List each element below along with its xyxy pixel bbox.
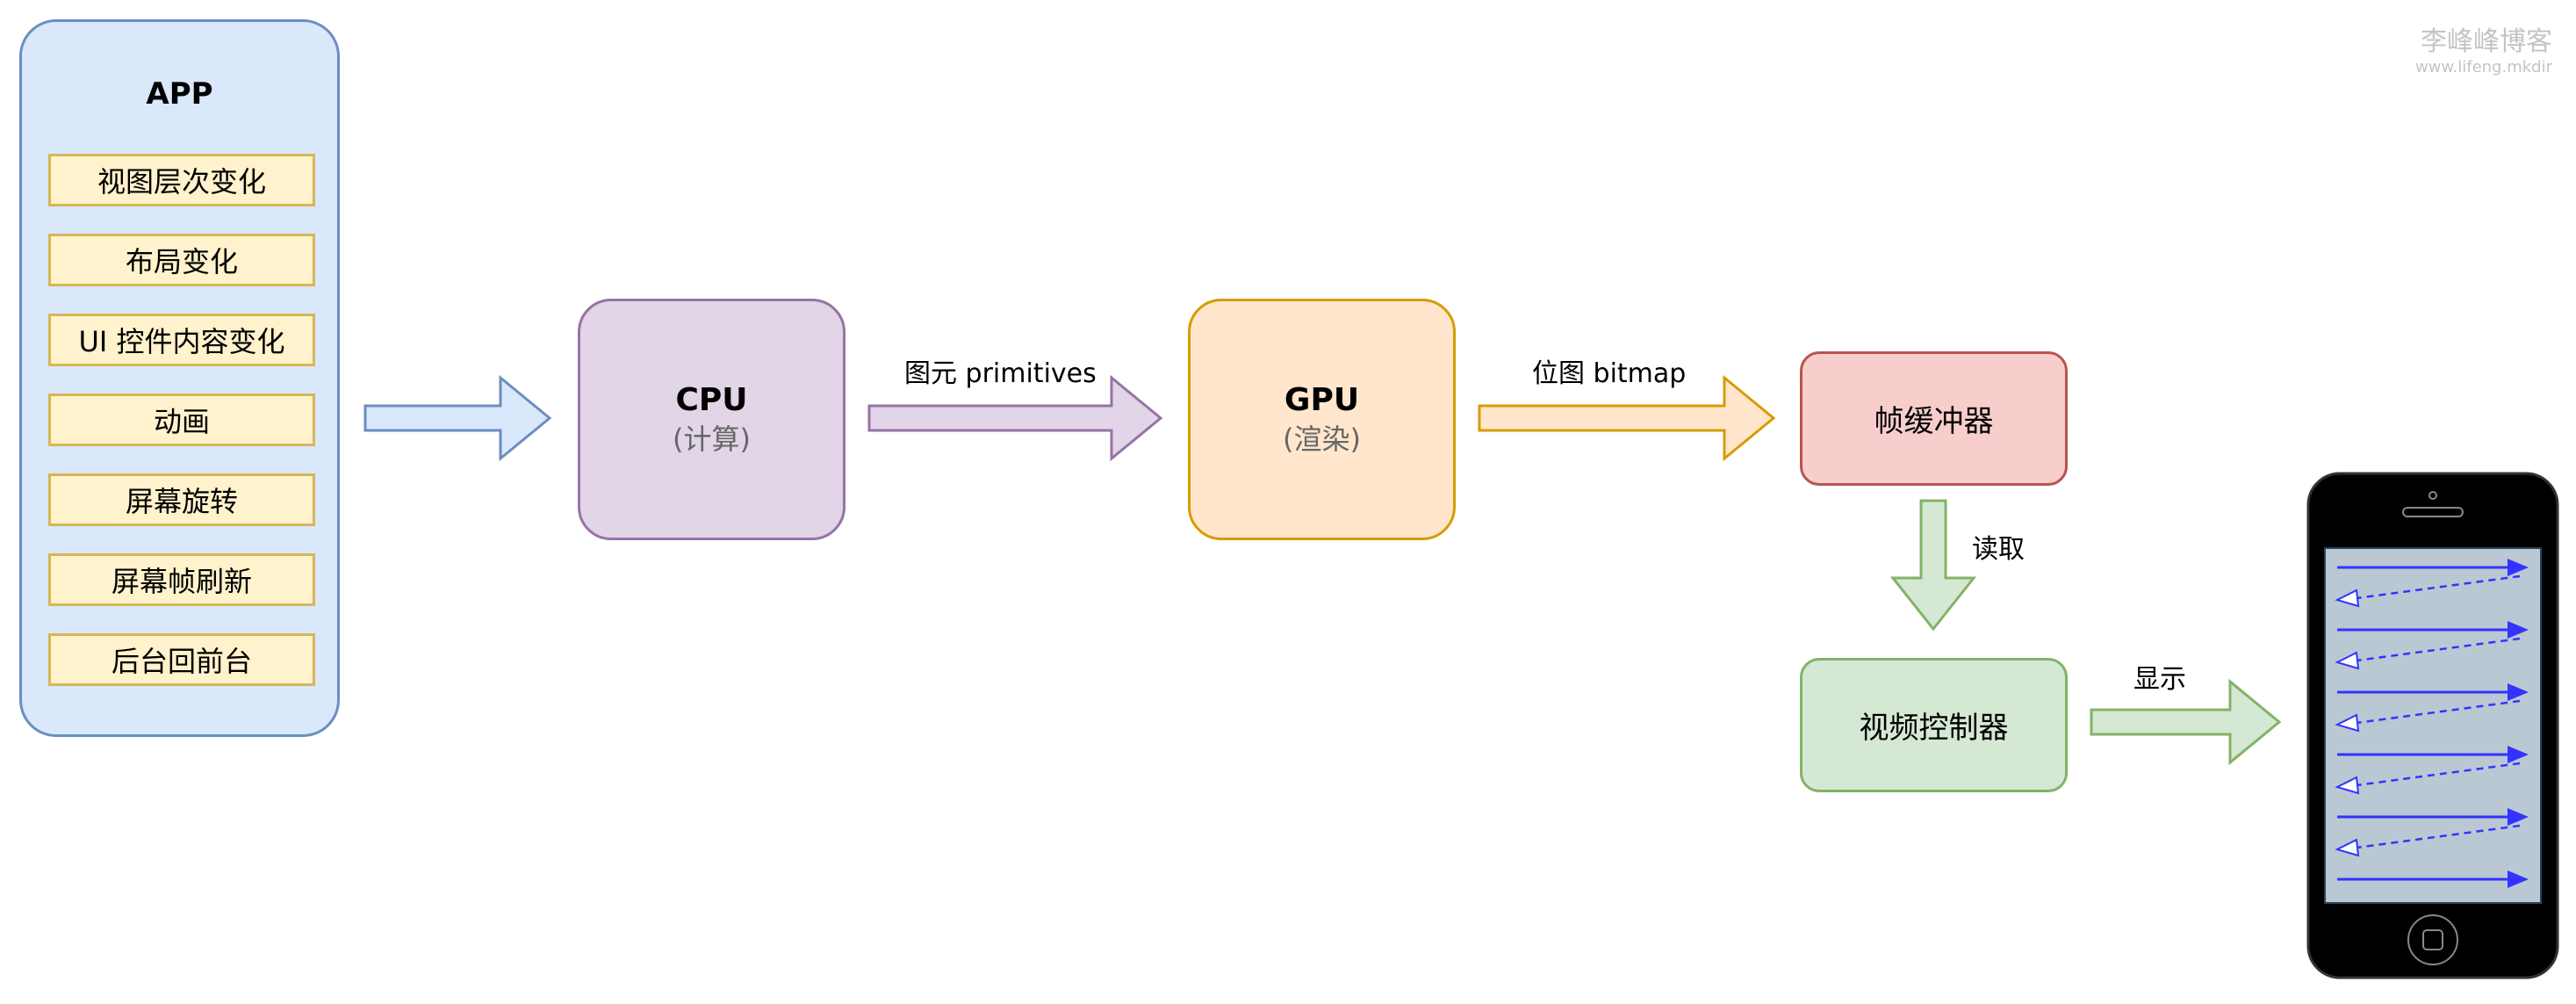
arrow-video-controller-to-screen: [2090, 678, 2282, 766]
watermark-name: 李峰峰博客: [2421, 26, 2552, 57]
retrace-arrowhead: [2335, 776, 2360, 795]
video-controller-node: 视频控制器: [1800, 658, 2068, 792]
retrace-arrowhead: [2335, 651, 2360, 670]
phone-screen-device: [2306, 471, 2560, 980]
phone-display: [2324, 547, 2542, 904]
app-item-ui-content: UI 控件内容变化: [48, 314, 315, 366]
edge-label-primitives: 图元 primitives: [904, 358, 1097, 389]
app-item-layout: 布局变化: [48, 234, 315, 286]
arrow-framebuffer-to-video-controller: [1889, 499, 1977, 632]
retrace-arrowhead: [2335, 589, 2360, 608]
scan-line-arrowhead: [2508, 621, 2529, 639]
gpu-title: GPU: [1284, 381, 1360, 418]
app-item-rotation: 屏幕旋转: [48, 473, 315, 526]
app-item-frame-refresh: 屏幕帧刷新: [48, 553, 315, 606]
arrow-app-to-cpu: [363, 374, 552, 462]
edge-label-display: 显示: [2133, 664, 2186, 695]
app-title: APP: [146, 76, 213, 112]
scan-lines: [2335, 559, 2529, 888]
retrace-arrowhead: [2335, 713, 2360, 733]
phone-home-square-icon: [2422, 929, 2443, 950]
scan-line-arrowhead: [2508, 683, 2529, 701]
app-panel: APP 视图层次变化 布局变化 UI 控件内容变化 动画 屏幕旋转 屏幕帧刷新 …: [19, 19, 340, 737]
app-item-background-to-foreground: 后台回前台: [48, 633, 315, 686]
phone-camera-icon: [2428, 491, 2437, 500]
scan-line-arrowhead: [2508, 746, 2529, 763]
phone-home-button-icon: [2407, 914, 2458, 965]
edge-label-bitmap: 位图 bitmap: [1532, 358, 1687, 389]
gpu-subtitle: (渲染): [1283, 422, 1361, 456]
watermark: 李峰峰博客 www.lifeng.mkdir: [2415, 26, 2552, 77]
app-item-view-hierarchy: 视图层次变化: [48, 154, 315, 206]
app-item-animation: 动画: [48, 394, 315, 446]
arrow-cpu-to-gpu: [867, 374, 1163, 462]
cpu-node: CPU (计算): [578, 299, 845, 540]
retrace-line: [2356, 637, 2521, 662]
gpu-node: GPU (渲染): [1188, 299, 1456, 540]
cpu-subtitle: (计算): [673, 422, 751, 456]
scan-line-arrowhead: [2508, 559, 2529, 576]
framebuffer-node: 帧缓冲器: [1800, 351, 2068, 486]
edge-label-read: 读取: [1972, 534, 2025, 565]
phone-speaker-icon: [2402, 507, 2464, 517]
retrace-line: [2356, 762, 2521, 787]
retrace-line: [2356, 574, 2521, 600]
watermark-url: www.lifeng.mkdir: [2415, 58, 2552, 76]
scan-line-arrowhead: [2508, 808, 2529, 826]
retrace-line: [2356, 699, 2521, 725]
scan-line-arrowhead: [2508, 870, 2529, 888]
arrow-gpu-to-framebuffer: [1478, 374, 1776, 462]
retrace-line: [2356, 824, 2521, 849]
retrace-arrowhead: [2335, 838, 2360, 857]
cpu-title: CPU: [675, 381, 748, 418]
